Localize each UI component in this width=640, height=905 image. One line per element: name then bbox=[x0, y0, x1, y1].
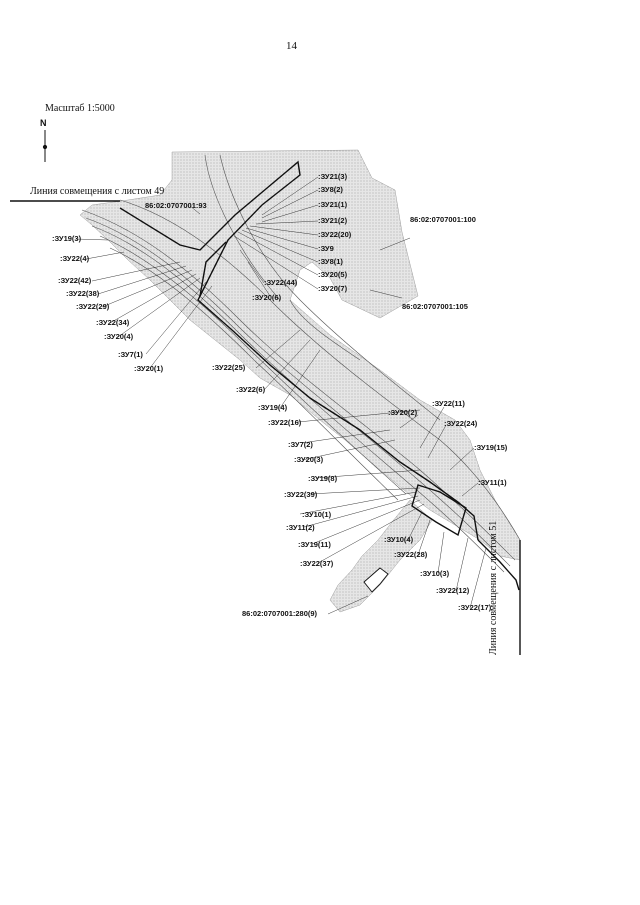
parcel-label: :ЗУ22(24) bbox=[444, 419, 478, 428]
cadastral-number: 86:02:0707001:105 bbox=[402, 302, 468, 311]
parcel-label: :ЗУ19(3) bbox=[52, 234, 82, 243]
parcel-area-north bbox=[79, 149, 521, 561]
parcel-label: :ЗУ22(29) bbox=[76, 302, 110, 311]
parcel-label: :ЗУ8(2) bbox=[318, 185, 343, 194]
cadastral-number: 86:02:0707001:280(9) bbox=[242, 609, 318, 618]
parcel-label: :ЗУ9 bbox=[318, 244, 334, 253]
parcel-label: :ЗУ22(12) bbox=[436, 586, 470, 595]
parcel-area-south-loop bbox=[329, 499, 433, 613]
parcel-label: :ЗУ20(3) bbox=[294, 455, 324, 464]
parcel-label: :ЗУ22(44) bbox=[264, 278, 298, 287]
parcel-label: :ЗУ8(1) bbox=[318, 257, 343, 266]
parcel-label: :ЗУ22(6) bbox=[236, 385, 266, 394]
parcel-label: :ЗУ22(25) bbox=[212, 363, 246, 372]
parcel-label: :ЗУ7(1) bbox=[118, 350, 143, 359]
parcel-label: :ЗУ10(3) bbox=[420, 569, 450, 578]
parcel-boundaries bbox=[119, 160, 520, 591]
parcel-label: :ЗУ19(11) bbox=[298, 540, 331, 549]
cadastral-number: 86:02:0707001:93 bbox=[145, 201, 207, 210]
parcel-label: :ЗУ22(4) bbox=[60, 254, 90, 263]
parcel-label: :ЗУ21(3) bbox=[318, 172, 348, 181]
parcel-label: :ЗУ20(6) bbox=[252, 293, 282, 302]
parcel-label: :ЗУ20(1) bbox=[134, 364, 164, 373]
page-number: 14 bbox=[286, 40, 297, 52]
parcel-label: :ЗУ11(2) bbox=[286, 523, 315, 532]
parcel-label: :ЗУ22(38) bbox=[66, 289, 100, 298]
label-leaders bbox=[75, 176, 487, 615]
parcel-label: :ЗУ19(15) bbox=[474, 443, 508, 452]
parcel-label: :ЗУ20(4) bbox=[104, 332, 134, 341]
cadastral-number: 86:02:0707001:100 bbox=[410, 215, 476, 224]
sheet-line-left-label: Линия совмещения с листом 49 bbox=[30, 186, 165, 197]
parcel-label: :ЗУ20(5) bbox=[318, 270, 348, 279]
parcel-label: :ЗУ19(4) bbox=[258, 403, 288, 412]
parcel-label: :ЗУ20(2) bbox=[388, 408, 418, 417]
parcel-label: :ЗУ22(20) bbox=[318, 230, 352, 239]
parcel-label: :ЗУ22(28) bbox=[394, 550, 428, 559]
map-scale: Масштаб 1:5000 bbox=[45, 103, 115, 114]
parcel-label: :ЗУ22(37) bbox=[300, 559, 334, 568]
road-corridor bbox=[81, 154, 521, 573]
parcel-label: :ЗУ22(39) bbox=[284, 490, 318, 499]
parcel-label: :ЗУ22(16) bbox=[268, 418, 302, 427]
parcel-label: :ЗУ10(4) bbox=[384, 535, 414, 544]
parcel-label: :ЗУ21(2) bbox=[318, 216, 348, 225]
north-label: N bbox=[40, 118, 47, 128]
parcel-label: :ЗУ10(1) bbox=[302, 510, 332, 519]
parcel-label: :ЗУ7(2) bbox=[288, 440, 313, 449]
parcel-label: :ЗУ11(1) bbox=[478, 478, 507, 487]
parcel-label: :ЗУ22(11) bbox=[432, 399, 465, 408]
parcel-label: :ЗУ20(7) bbox=[318, 284, 348, 293]
parcel-label: :ЗУ22(17) bbox=[458, 603, 492, 612]
small-parcel bbox=[363, 567, 389, 593]
parcel-label: :ЗУ22(34) bbox=[96, 318, 130, 327]
parcel-label: :ЗУ22(42) bbox=[58, 276, 92, 285]
parcel-label: :ЗУ19(8) bbox=[308, 474, 338, 483]
sheet-line-right-label: Линия совмещения с листом 51 bbox=[488, 520, 499, 655]
parcel-label: :ЗУ21(1) bbox=[318, 200, 348, 209]
north-arrow bbox=[42, 130, 48, 162]
